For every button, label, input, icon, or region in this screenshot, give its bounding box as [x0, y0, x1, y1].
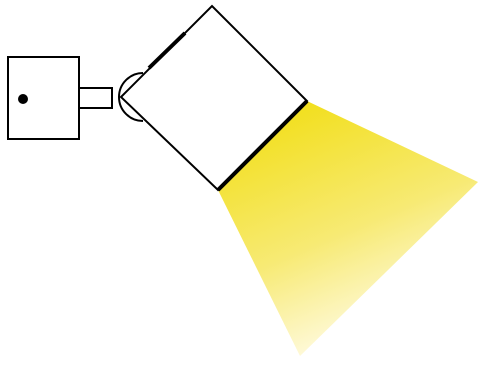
lamp-lens-edge [216, 99, 309, 192]
housing-bracket [147, 31, 187, 70]
connector-arm [78, 87, 113, 109]
light-beam [218, 101, 478, 356]
mount-screw-dot [18, 94, 28, 104]
